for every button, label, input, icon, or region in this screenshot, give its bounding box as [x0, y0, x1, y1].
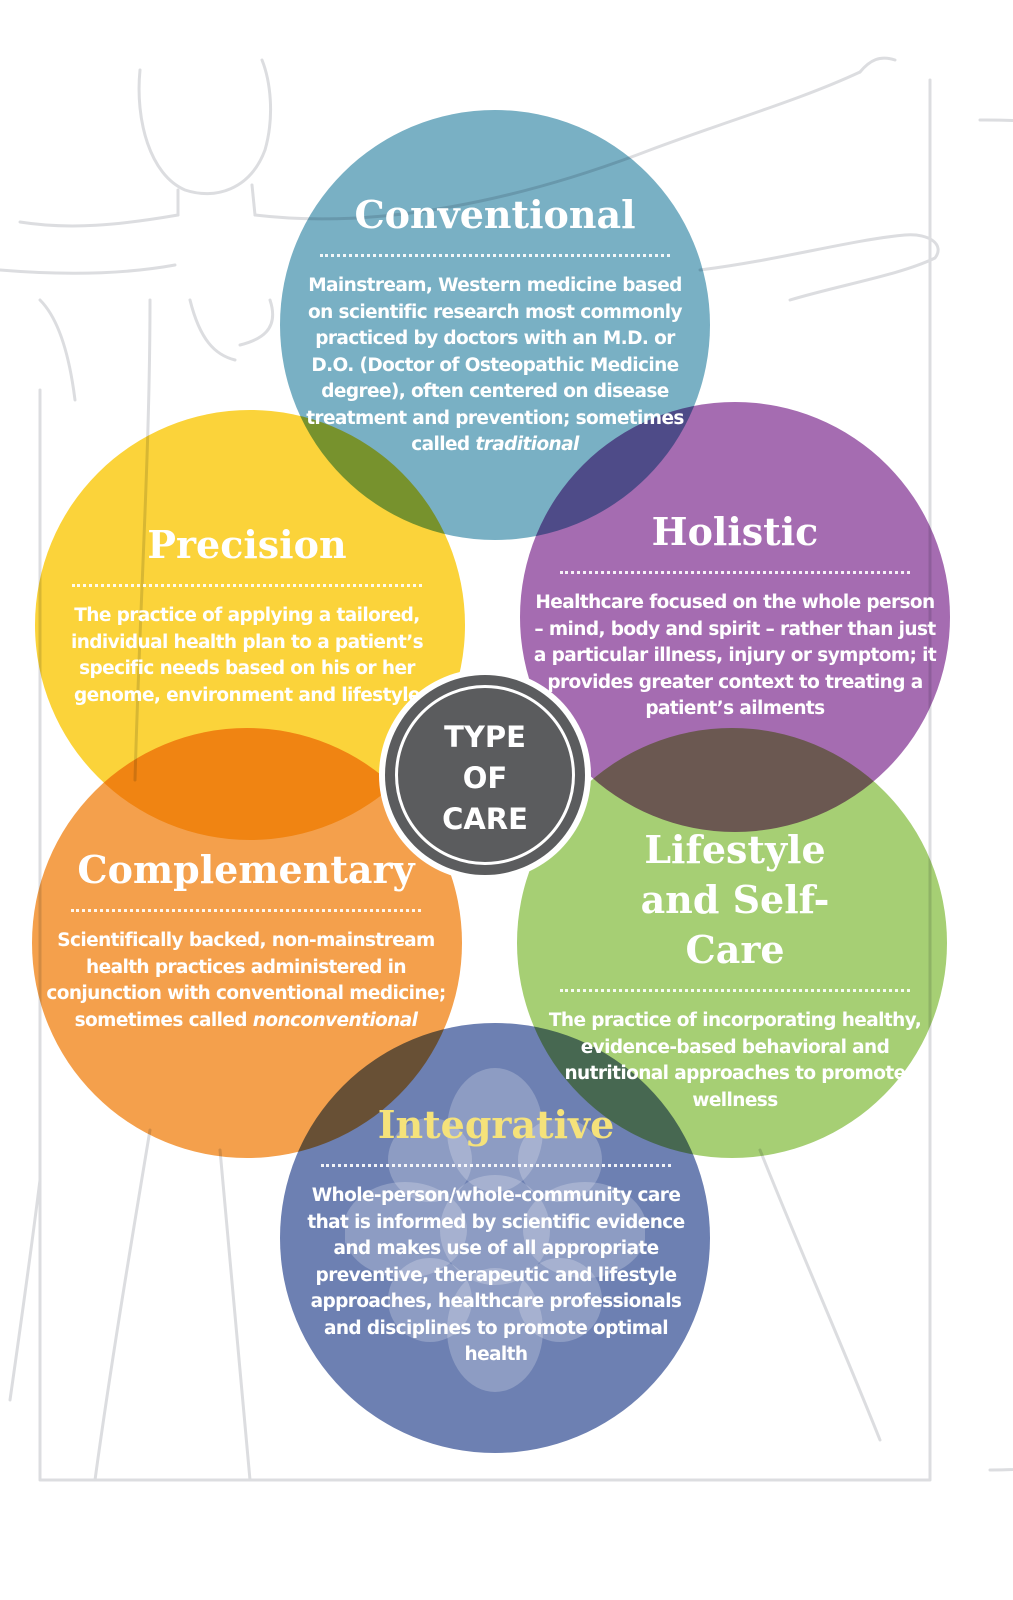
complementary-title: Complementary	[77, 847, 415, 892]
conventional-desc-emphasis: traditional	[475, 434, 579, 455]
conventional-title: Conventional	[354, 192, 636, 237]
figure-left-arm	[18, 213, 180, 228]
lifestyle-description: The practice of incorporating healthy, e…	[548, 1010, 922, 1111]
integrative-circle	[280, 1023, 710, 1453]
figure-head	[137, 58, 273, 196]
lifestyle-title: Lifestyle and Self-Care	[640, 827, 830, 972]
conventional-section: Conventional Mainstream, Western medicin…	[295, 190, 695, 459]
integrative-description: Whole-person/whole-community care that i…	[307, 1185, 685, 1365]
conventional-desc-text: Mainstream, Western medicine based on sc…	[306, 275, 684, 455]
conventional-divider	[320, 254, 670, 257]
complementary-description: Scientifically backed, non-mainstream he…	[36, 928, 456, 1034]
precision-section: Precision The practice of applying a tai…	[52, 520, 442, 709]
holistic-section: Holistic Healthcare focused on the whole…	[530, 507, 940, 723]
holistic-description: Healthcare focused on the whole person –…	[533, 592, 937, 719]
integrative-title: Integrative	[377, 1102, 615, 1147]
holistic-title: Holistic	[651, 509, 819, 554]
lifestyle-section: Lifestyle and Self-Care The practice of …	[530, 825, 940, 1114]
lifestyle-divider	[560, 989, 910, 992]
conventional-description: Mainstream, Western medicine based on sc…	[295, 273, 695, 459]
complementary-divider	[71, 909, 421, 912]
integrative-flower-icon	[345, 1068, 645, 1392]
precision-title: Precision	[147, 522, 347, 567]
complementary-desc-text: Scientifically backed, non-mainstream he…	[46, 930, 446, 1031]
complementary-section: Complementary Scientifically backed, non…	[36, 845, 456, 1034]
badge-ring	[395, 685, 575, 865]
frame-circle	[978, 118, 1013, 1472]
type-of-care-badge: TYPE OF CARE	[385, 675, 585, 875]
integrative-divider	[321, 1164, 671, 1167]
integrative-section: Integrative Whole-person/whole-community…	[297, 1100, 695, 1369]
holistic-divider	[560, 571, 910, 574]
complementary-desc-emphasis: nonconventional	[252, 1009, 418, 1031]
figure-legs	[93, 1128, 152, 1482]
precision-description: The practice of applying a tailored, ind…	[70, 605, 424, 706]
type-of-care-label: TYPE OF CARE	[442, 720, 528, 836]
precision-divider	[72, 584, 422, 587]
